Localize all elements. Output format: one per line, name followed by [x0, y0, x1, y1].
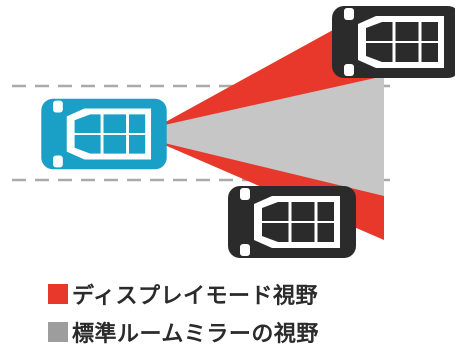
ego-car [39, 97, 169, 171]
rear-view-field-diagram [12, 4, 455, 260]
standard-mirror-label: 標準ルームミラーの視野 [72, 322, 319, 347]
following-car-bottom [226, 184, 358, 260]
display-mode-label: ディスプレイモード視野 [72, 284, 318, 309]
legend-item-standard-mirror: 標準ルームミラーの視野 [48, 316, 319, 348]
legend-item-display-mode: ディスプレイモード視野 [48, 278, 318, 310]
following-car-top [330, 4, 455, 80]
display-mode-swatch [48, 284, 68, 304]
standard-mirror-swatch [48, 322, 68, 342]
standard-mirror-fov-area [160, 76, 384, 196]
